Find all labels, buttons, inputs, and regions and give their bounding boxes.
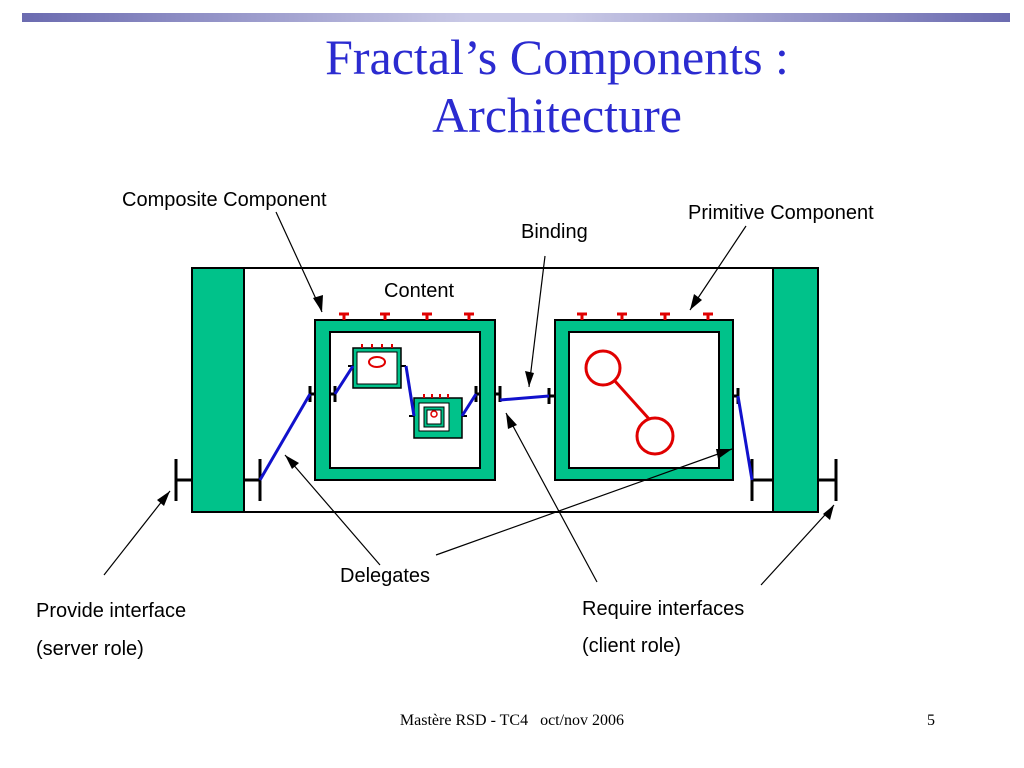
label-delegates: Delegates <box>340 565 430 587</box>
annotation-arrows <box>103 211 835 586</box>
nested-component-2 <box>409 394 467 439</box>
slide-title: Fractal’s Components : Architecture <box>0 28 1024 144</box>
primitive-content-graph <box>584 349 675 456</box>
label-content: Content <box>384 280 454 302</box>
binding-inner-1 <box>333 365 355 395</box>
delegate-left <box>258 393 312 481</box>
control-interfaces <box>339 312 713 320</box>
bindings <box>258 365 754 481</box>
outer-membrane-left <box>191 267 245 513</box>
arrow-heads <box>157 294 834 520</box>
label-composite-component: Composite Component <box>122 189 327 211</box>
binding-inner-2 <box>404 365 416 417</box>
title-line-2: Architecture <box>432 87 682 143</box>
label-server-role: (server role) <box>36 638 144 660</box>
binding-inner-3 <box>460 393 478 417</box>
page-number: 5 <box>927 712 935 729</box>
label-client-role: (client role) <box>582 635 681 657</box>
top-decorative-bar <box>22 13 1010 22</box>
title-line-1: Fractal’s Components : <box>325 29 789 85</box>
slide-footer: Mastère RSD - TC4 oct/nov 2006 <box>400 712 624 729</box>
nested-component-1 <box>348 344 406 389</box>
outer-membrane-right <box>772 267 819 513</box>
label-binding: Binding <box>521 221 588 243</box>
label-primitive-component: Primitive Component <box>688 202 874 224</box>
binding-composite-primitive <box>499 394 550 402</box>
delegate-right <box>736 395 754 481</box>
label-require-interfaces: Require interfaces <box>582 598 744 620</box>
label-provide-interface: Provide interface <box>36 600 186 622</box>
